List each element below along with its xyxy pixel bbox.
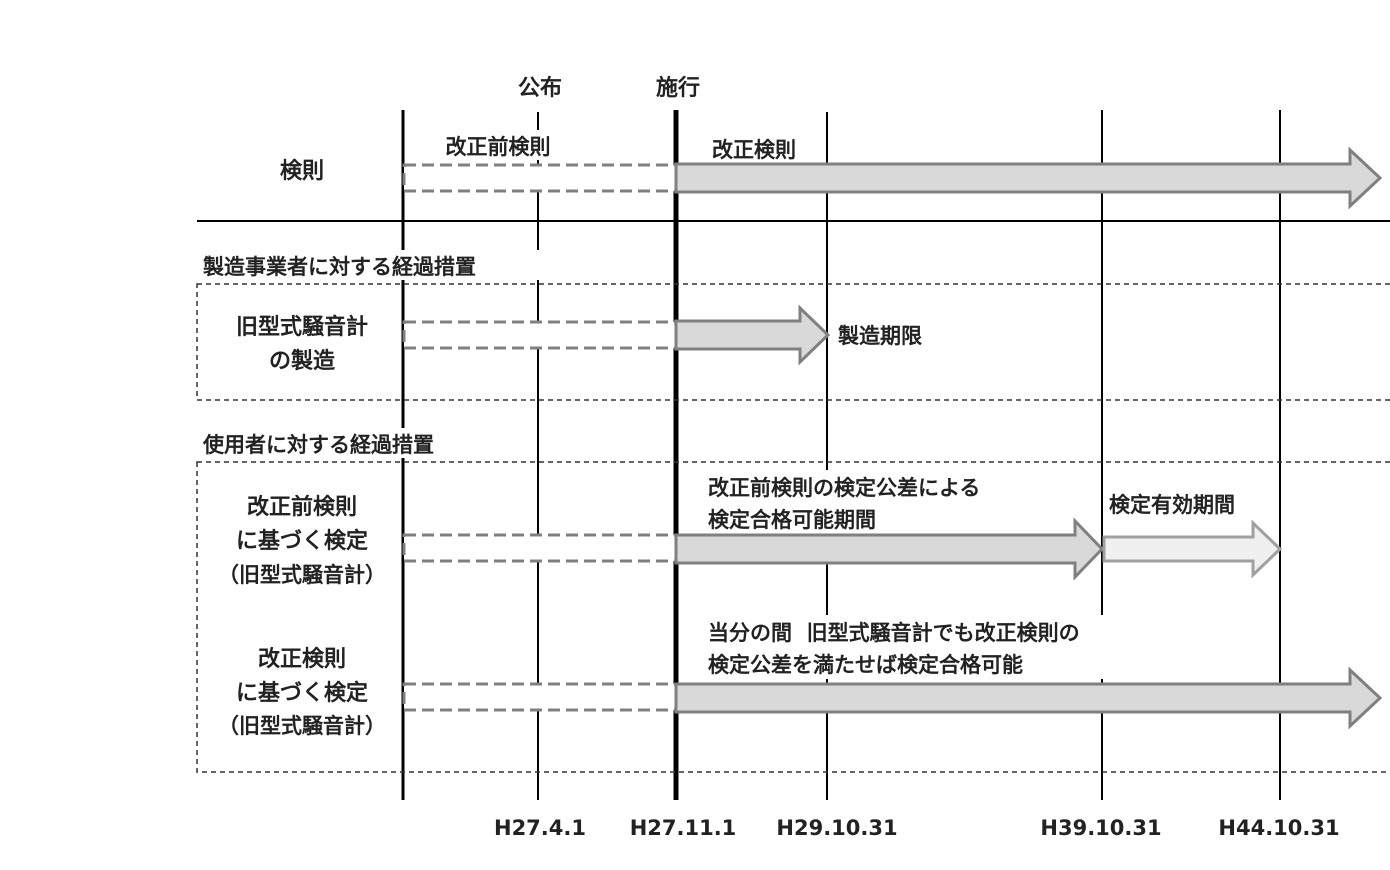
maker-row-label-2: の製造 [269,348,335,374]
user-new-arrow [674,666,1383,730]
user-new-dashed-bar [402,682,678,712]
old-rule-dashed-bar [402,163,678,193]
user-old-label-3: （旧型式騒音計） [218,563,386,587]
user-old-text-1: 改正前検則の検定公差による [708,476,980,500]
new-rule-label: 改正検則 [712,138,796,162]
user-new-text-2: 検定公差を満たせば検定合格可能 [708,653,1023,677]
date-label: H27.4.1 [494,816,586,840]
date-label: H44.10.31 [1218,816,1339,840]
maker-deadline-label: 製造期限 [837,324,922,348]
user-new-text-1: 当分の間 旧型式騒音計でも改正検則の [708,621,1080,645]
user-old-label-2: に基づく検定 [236,528,368,554]
maker-row-label-1: 旧型式騒音計 [236,314,368,340]
date-label: H29.10.31 [776,816,897,840]
maker-deadline-arrow [674,304,831,366]
user-section-title: 使用者に対する経過措置 [202,433,434,457]
user-new-label-2: に基づく検定 [236,680,368,706]
user-old-text-2: 検定合格可能期間 [708,508,876,532]
user-new-label-3: （旧型式騒音計） [218,714,386,738]
date-label: H27.11.1 [630,816,737,840]
user-section-box [196,461,1390,773]
valid-period-arrow [1102,519,1283,579]
maker-old-dashed-bar [402,320,678,350]
new-rule-arrow [674,146,1383,210]
user-old-dashed-bar [402,533,678,563]
date-label: H39.10.31 [1040,816,1161,840]
old-rule-label: 改正前検則 [446,135,551,159]
maker-section-title: 製造事業者に対する経過措置 [202,255,476,279]
announce-label: 公布 [518,75,562,101]
user-new-label-1: 改正検則 [258,646,346,672]
enforce-label: 施行 [656,75,700,101]
maker-section-box [196,283,1390,401]
user-old-label-1: 改正前検則 [247,494,357,520]
user-old-pass-arrow [674,517,1105,581]
valid-period-label: 検定有効期間 [1109,493,1235,517]
rule-row-label: 検則 [280,159,324,184]
